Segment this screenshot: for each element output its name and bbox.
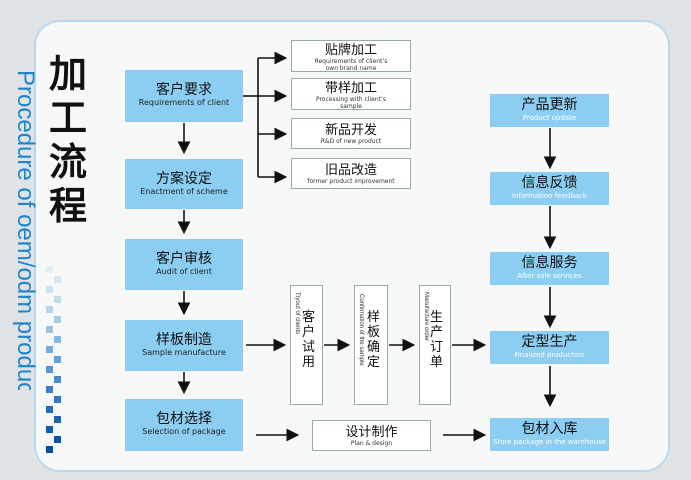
vstep-en: Confirmation of the sample xyxy=(358,294,364,366)
design-en: Plan & design xyxy=(350,440,393,447)
option-en-2: own brand name xyxy=(325,65,377,72)
option-en: former product improvement xyxy=(307,178,395,185)
option-en: R&D of new product xyxy=(320,138,382,145)
step-client-requirements: 客户要求 Requirements of client xyxy=(125,70,243,122)
step-package-storage: 包材入库 Store package in the warehouse xyxy=(490,418,609,451)
step-zh: 样板制造 xyxy=(156,332,212,348)
step-en: Selection of package xyxy=(142,427,226,436)
step-en: Information feedback xyxy=(512,192,587,200)
decorative-squares xyxy=(46,266,61,453)
option-zh: 旧品改造 xyxy=(324,163,377,178)
step-production-order: 生产订单 Manufacture order xyxy=(419,285,451,405)
title-char: 程 xyxy=(48,183,87,228)
step-en: After sale services xyxy=(517,272,582,280)
step-en: Sample manufacture xyxy=(142,348,226,357)
step-en: Audit of client xyxy=(156,267,212,276)
step-en: Store package in the warehouse xyxy=(493,438,606,446)
vstep-zh: 生产订单 xyxy=(430,310,444,370)
title-char: 加 xyxy=(48,51,87,96)
step-en: Product update xyxy=(522,114,577,122)
chinese-title: 加 工 流 程 xyxy=(48,52,88,228)
step-info-feedback: 信息反馈 Information feedback xyxy=(490,172,609,205)
option-old-product: 旧品改造 former product improvement xyxy=(291,158,411,189)
step-zh: 客户审核 xyxy=(156,251,212,267)
vertical-title-text: Procedure of oem/odm produce xyxy=(12,70,39,390)
option-zh: 贴牌加工 xyxy=(324,43,377,58)
step-en: Finalized production xyxy=(514,351,585,359)
option-en: Requirements of client’s xyxy=(314,58,388,65)
vstep-zh: 客户试用 xyxy=(302,310,316,370)
step-scheme: 方案设定 Enactment of scheme xyxy=(125,159,243,209)
vstep-en-text: Confirmation of the sample xyxy=(358,294,364,366)
title-char: 流 xyxy=(48,139,87,184)
option-sample-processing: 带样加工 Processing with client’s sample xyxy=(291,78,411,110)
step-en: Enactment of scheme xyxy=(140,187,228,196)
title-char: 工 xyxy=(48,95,87,140)
design-zh: 设计制作 xyxy=(345,425,398,440)
vstep-zh: 样板确定 xyxy=(367,310,381,370)
step-client-trial: 客户试用 Tryout of clients xyxy=(290,285,323,405)
step-zh: 方案设定 xyxy=(156,171,212,187)
step-sample-confirmation: 样板确定 Confirmation of the sample xyxy=(354,285,388,405)
option-new-product: 新品开发 R&D of new product xyxy=(291,118,411,149)
option-zh: 新品开发 xyxy=(324,123,377,138)
step-zh: 包材选择 xyxy=(156,411,212,427)
step-client-audit: 客户审核 Audit of client xyxy=(125,239,243,290)
option-oem: 贴牌加工 Requirements of client’s own brand … xyxy=(291,40,411,72)
step-zh: 客户要求 xyxy=(156,82,212,98)
vstep-en: Tryout of clients xyxy=(294,292,300,334)
step-design: 设计制作 Plan & design xyxy=(312,420,431,451)
vstep-en-text: Manufacture order xyxy=(423,292,429,341)
step-zh: 包材入库 xyxy=(521,421,578,437)
step-sample-manufacture: 样板制造 Sample manufacture xyxy=(125,320,243,371)
step-zh: 信息服务 xyxy=(521,255,578,271)
step-info-service: 信息服务 After sale services xyxy=(490,252,609,285)
vstep-en-text: Tryout of clients xyxy=(294,292,300,334)
option-zh: 带样加工 xyxy=(324,81,377,96)
step-zh: 定型生产 xyxy=(521,334,578,350)
step-product-update: 产品更新 Product update xyxy=(490,94,609,127)
step-zh: 产品更新 xyxy=(521,97,578,113)
vstep-en: Manufacture order xyxy=(423,292,429,341)
step-zh: 信息反馈 xyxy=(521,175,578,191)
option-en-2: sample xyxy=(340,103,362,110)
step-package-selection: 包材选择 Selection of package xyxy=(125,399,243,451)
step-finalized-production: 定型生产 Finalized production xyxy=(490,331,609,364)
option-en: Processing with client’s xyxy=(315,96,387,103)
step-en: Requirements of client xyxy=(138,98,230,107)
vertical-title: Procedure of oem/odm produce xyxy=(12,70,39,390)
